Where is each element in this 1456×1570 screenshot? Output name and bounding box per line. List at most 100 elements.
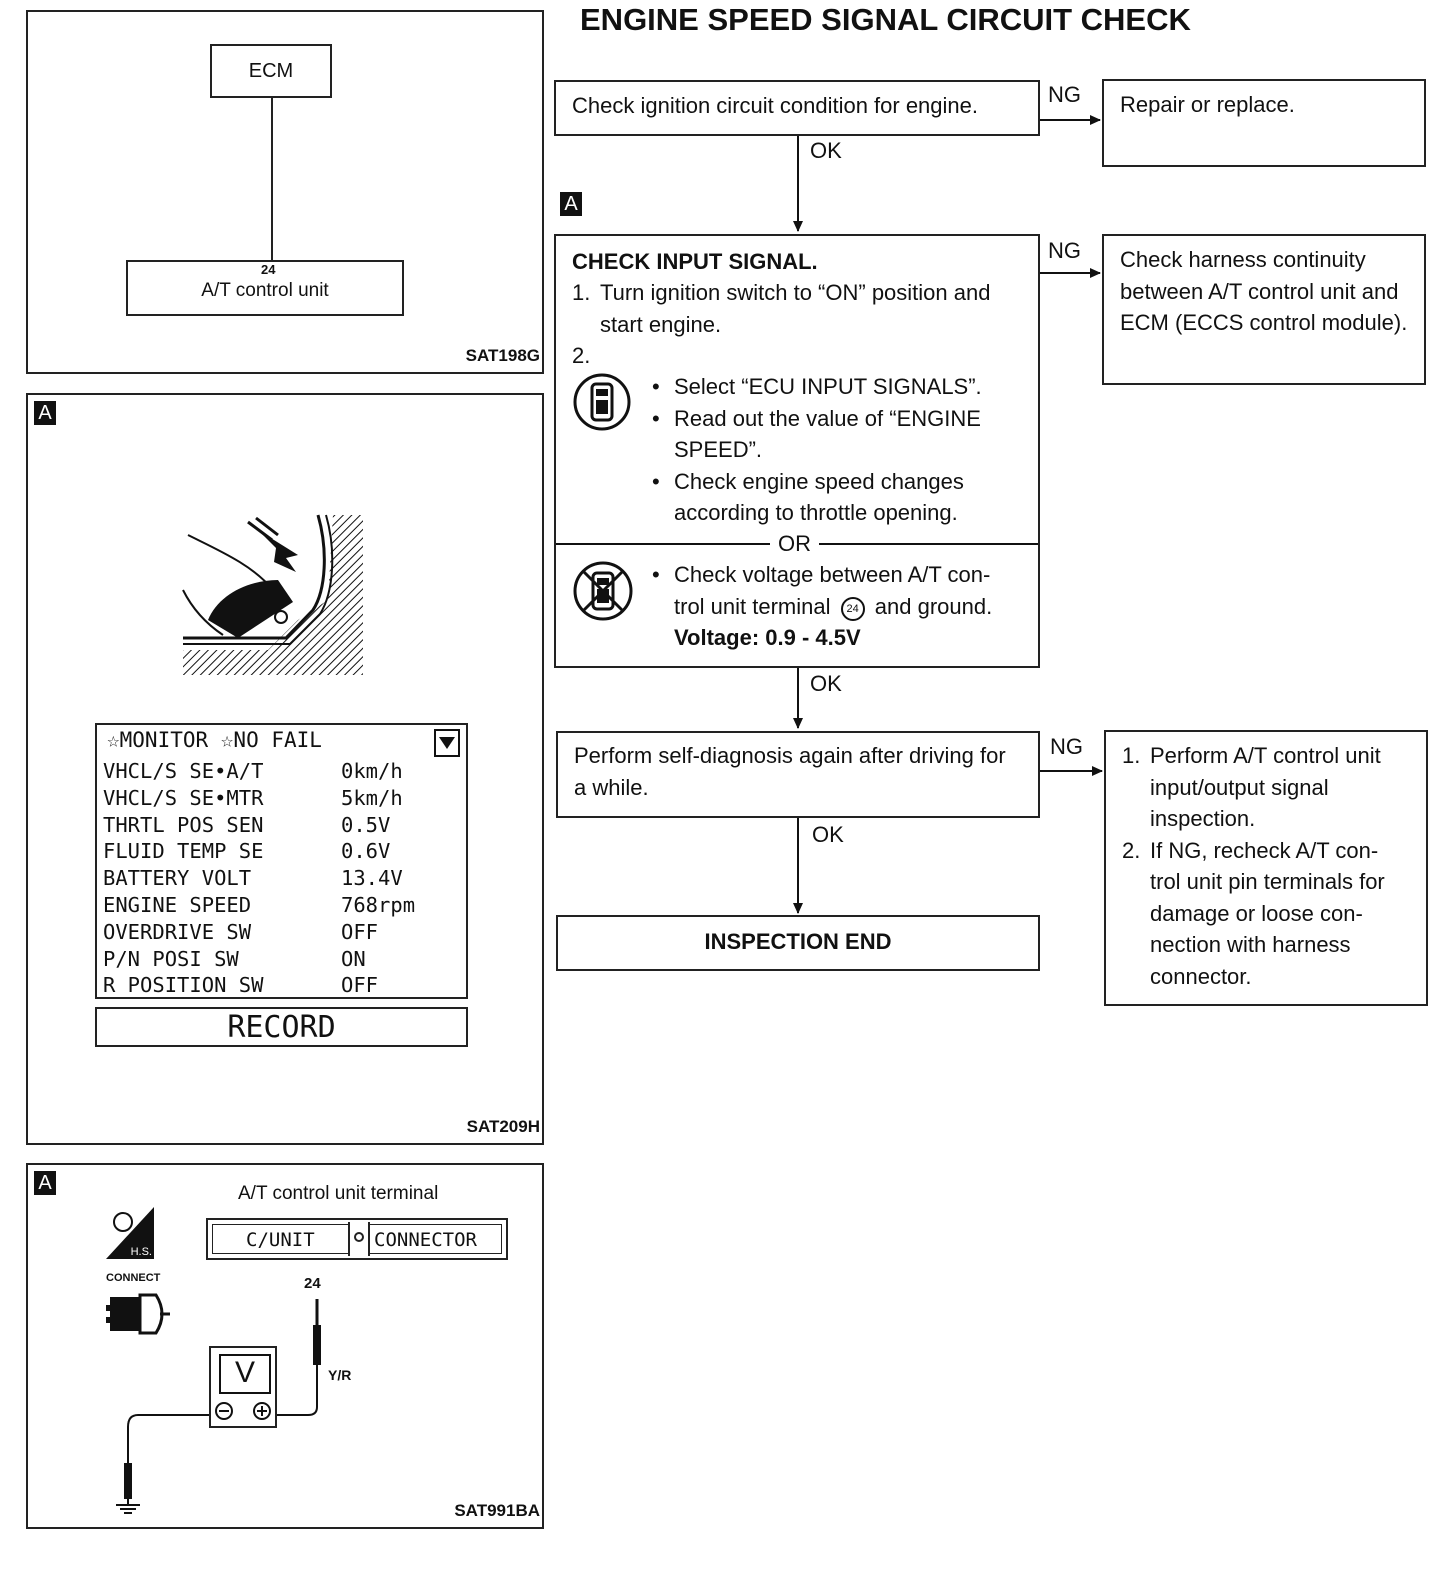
ok-label: OK — [810, 671, 842, 696]
monitor-row: THRTL POS SEN 0.5V — [103, 812, 463, 839]
step2-box: CHECK INPUT SIGNAL. 1. Turn ignition swi… — [554, 234, 1040, 668]
connector-bar: C/UNIT CONNECTOR — [206, 1218, 508, 1260]
step3-ng-item-text: If NG, recheck A/T con- trol unit pin te… — [1150, 837, 1385, 989]
step2-alt: Check voltage between A/T con- trol unit… — [652, 559, 1024, 654]
monitor-item-name: FLUID TEMP SE — [103, 839, 264, 864]
monitor-item-name: R POSITION SW — [103, 973, 264, 998]
monitor-item-value: 0.5V — [341, 812, 391, 837]
inspection-end-label: INSPECTION END — [704, 929, 892, 954]
monitor-header: ☆MONITOR ☆NO FAIL — [107, 728, 322, 752]
monitor-item-value: 0.6V — [341, 839, 391, 864]
cunit-label: C/UNIT — [246, 1229, 315, 1251]
or-label: OR — [770, 528, 819, 560]
terminal-pin-number: 24 — [304, 1275, 321, 1292]
ecm-wire — [271, 98, 273, 260]
at-control-unit-label: A/T control unit — [201, 280, 329, 301]
accelerator-pedal-illustration — [182, 514, 363, 675]
monitor-item-name: BATTERY VOLT — [103, 866, 252, 891]
wire-color-label: Y/R — [328, 1367, 352, 1383]
ok-label: OK — [812, 822, 844, 847]
step3-ng-item: 2. If NG, recheck A/T con- trol unit pin… — [1122, 837, 1385, 989]
no-consult-tool-icon — [573, 561, 633, 621]
step2-ng-box: Check harness continuity between A/T con… — [1102, 234, 1426, 385]
monitor-row: VHCL/S SE•MTR 5km/h — [103, 785, 463, 812]
harness-side-icon: H.S. — [106, 1207, 154, 1259]
step2-item1-text: Turn ignition switch to “ON” position an… — [600, 280, 991, 337]
step2-bullet: Read out the value of “ENGINE SPEED”. — [652, 403, 1022, 466]
terminal-24-badge: 24 — [840, 596, 865, 621]
voltmeter-label: V — [234, 1356, 255, 1389]
ng-label: NG — [1048, 238, 1081, 263]
monitor-item-name: THRTL POS SEN — [103, 812, 264, 837]
minus-terminal-icon — [215, 1402, 233, 1420]
monitor-item-value: ON — [341, 946, 366, 971]
figure-code: SAT209H — [466, 1117, 540, 1136]
step3-box: Perform self-diagnosis again after drivi… — [556, 731, 1040, 818]
ecm-wiring-figure: ECM 24 A/T control unit SAT198G — [26, 10, 544, 374]
ok-label: OK — [810, 138, 842, 163]
step1-box: Check ignition circuit condition for eng… — [554, 80, 1040, 136]
monitor-item-name: VHCL/S SE•A/T — [103, 759, 264, 783]
ng-label: NG — [1050, 734, 1083, 759]
monitor-item-value: 13.4V — [341, 866, 403, 891]
monitor-item-value: 5km/h — [341, 785, 403, 810]
step3-ng-item-text: Perform A/T control unit input/output si… — [1150, 743, 1381, 831]
connector-icon — [106, 1293, 170, 1335]
monitor-item-name: ENGINE SPEED — [103, 892, 252, 917]
step2-title: CHECK INPUT SIGNAL. — [572, 249, 818, 274]
step3-text: Perform self-diagnosis again after drivi… — [574, 743, 1006, 800]
ecm-label: ECM — [248, 60, 294, 82]
step2-bullet: Select “ECU INPUT SIGNALS”. — [652, 371, 1022, 403]
monitor-row: VHCL/S SE•A/T 0km/h — [103, 758, 463, 785]
monitor-row: FLUID TEMP SE 0.6V — [103, 838, 463, 865]
ecm-box: ECM — [210, 44, 332, 98]
monitor-item-value: OFF — [341, 919, 379, 944]
step2-alt-text-a: Check voltage between A/T con- trol unit… — [674, 562, 991, 619]
inspection-end-box: INSPECTION END — [556, 915, 1040, 971]
monitor-item-name: VHCL/S SE•MTR — [103, 785, 264, 810]
page-title: ENGINE SPEED SIGNAL CIRCUIT CHECK — [580, 2, 1191, 37]
scroll-down-button[interactable] — [434, 729, 460, 757]
monitor-row: ENGINE SPEED 768rpm — [103, 892, 463, 919]
step1-text: Check ignition circuit condition for eng… — [572, 93, 979, 118]
monitor-row: P/N POSI SW ON — [103, 946, 463, 973]
step-tag: A — [34, 401, 56, 425]
voltmeter-wiring — [116, 1299, 321, 1514]
monitor-row: BATTERY VOLT 13.4V — [103, 865, 463, 892]
step2-alt-text-b: and ground. — [874, 593, 993, 619]
step2-item2-number: 2. — [572, 343, 591, 368]
step1-ng-text: Repair or replace. — [1120, 92, 1295, 117]
figure-code: SAT198G — [465, 346, 540, 365]
terminal-24-number: 24 — [846, 602, 859, 615]
monitor-row: OVERDRIVE SW OFF — [103, 919, 463, 946]
monitor-item-value: 768rpm — [341, 892, 416, 917]
hs-label: H.S. — [130, 1246, 152, 1258]
monitor-item-value: 0km/h — [341, 759, 403, 783]
monitor-item-name: OVERDRIVE SW — [103, 919, 252, 944]
record-label: RECORD — [227, 1010, 336, 1045]
plus-terminal-icon — [253, 1402, 271, 1420]
step2-item1: 1. Turn ignition switch to “ON” position… — [572, 277, 1020, 340]
ng-label: NG — [1048, 82, 1081, 107]
voltage-spec: Voltage: 0.9 - 4.5V — [674, 625, 861, 650]
pin-number: 24 — [261, 262, 276, 277]
record-button[interactable]: RECORD — [95, 1007, 468, 1047]
step2-alt-bullet: Check voltage between A/T con- trol unit… — [652, 559, 1024, 622]
step2-item1-number: 1. — [572, 280, 591, 305]
step2-ng-text: Check harness continuity between A/T con… — [1120, 247, 1408, 335]
connect-label: CONNECT — [106, 1272, 161, 1284]
step-tag: A — [34, 1171, 56, 1195]
figure-code: SAT991BA — [454, 1501, 540, 1520]
step3-ng-item: 1. Perform A/T control unit input/output… — [1122, 743, 1381, 831]
step1-ng-box: Repair or replace. — [1102, 79, 1426, 167]
step2-bullets: Select “ECU INPUT SIGNALS”. Read out the… — [652, 371, 1022, 529]
at-control-unit-box: 24 A/T control unit — [126, 260, 404, 316]
connector-latch — [348, 1222, 370, 1256]
monitor-item-name: P/N POSI SW — [103, 946, 239, 971]
terminal-check-figure: A A/T control unit terminal H.S. CONNECT… — [26, 1163, 544, 1529]
step2-bullet: Check engine speed changes according to … — [652, 466, 1022, 529]
